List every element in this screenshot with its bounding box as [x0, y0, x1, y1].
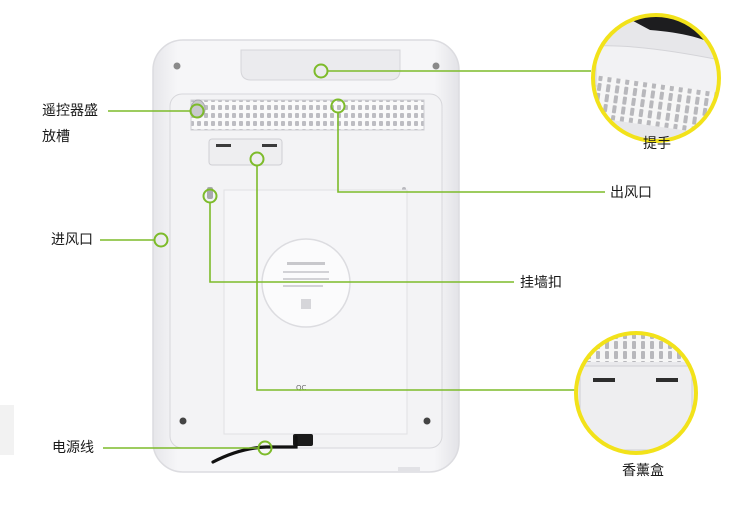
- label-remote-slot-line2: 放槽: [42, 129, 70, 145]
- label-wall-hook: 挂墙扣: [520, 275, 562, 291]
- qc-mark: QC: [296, 384, 307, 392]
- zoom-fragrance-box-detail: [574, 331, 698, 455]
- leader-fragrance-box: [256, 166, 578, 391]
- label-handle: 提手: [643, 136, 671, 152]
- label-air-outlet: 出风口: [610, 185, 652, 201]
- label-air-inlet: 进风口: [51, 232, 93, 248]
- label-power-cord: 电源线: [52, 440, 94, 456]
- marker-air-inlet: [153, 232, 169, 248]
- marker-handle: [313, 63, 329, 79]
- label-remote-slot: 遥控器盛 放槽: [42, 98, 98, 150]
- marker-air-outlet: [330, 98, 346, 114]
- marker-power-cord: [257, 440, 273, 456]
- leader-wall-hook: [209, 203, 514, 283]
- marker-wall-hook: [202, 188, 218, 204]
- leader-lines: [100, 70, 605, 449]
- label-fragrance-box: 香薰盒: [622, 463, 664, 479]
- marker-remote-slot: [189, 103, 205, 119]
- marker-fragrance-box: [249, 151, 265, 167]
- callout-markers: [153, 63, 346, 456]
- zoom-handle-detail: [591, 13, 721, 143]
- leader-air-outlet: [337, 112, 605, 193]
- label-remote-slot-line1: 遥控器盛: [42, 103, 98, 119]
- device-back-panel: QC: [152, 39, 460, 473]
